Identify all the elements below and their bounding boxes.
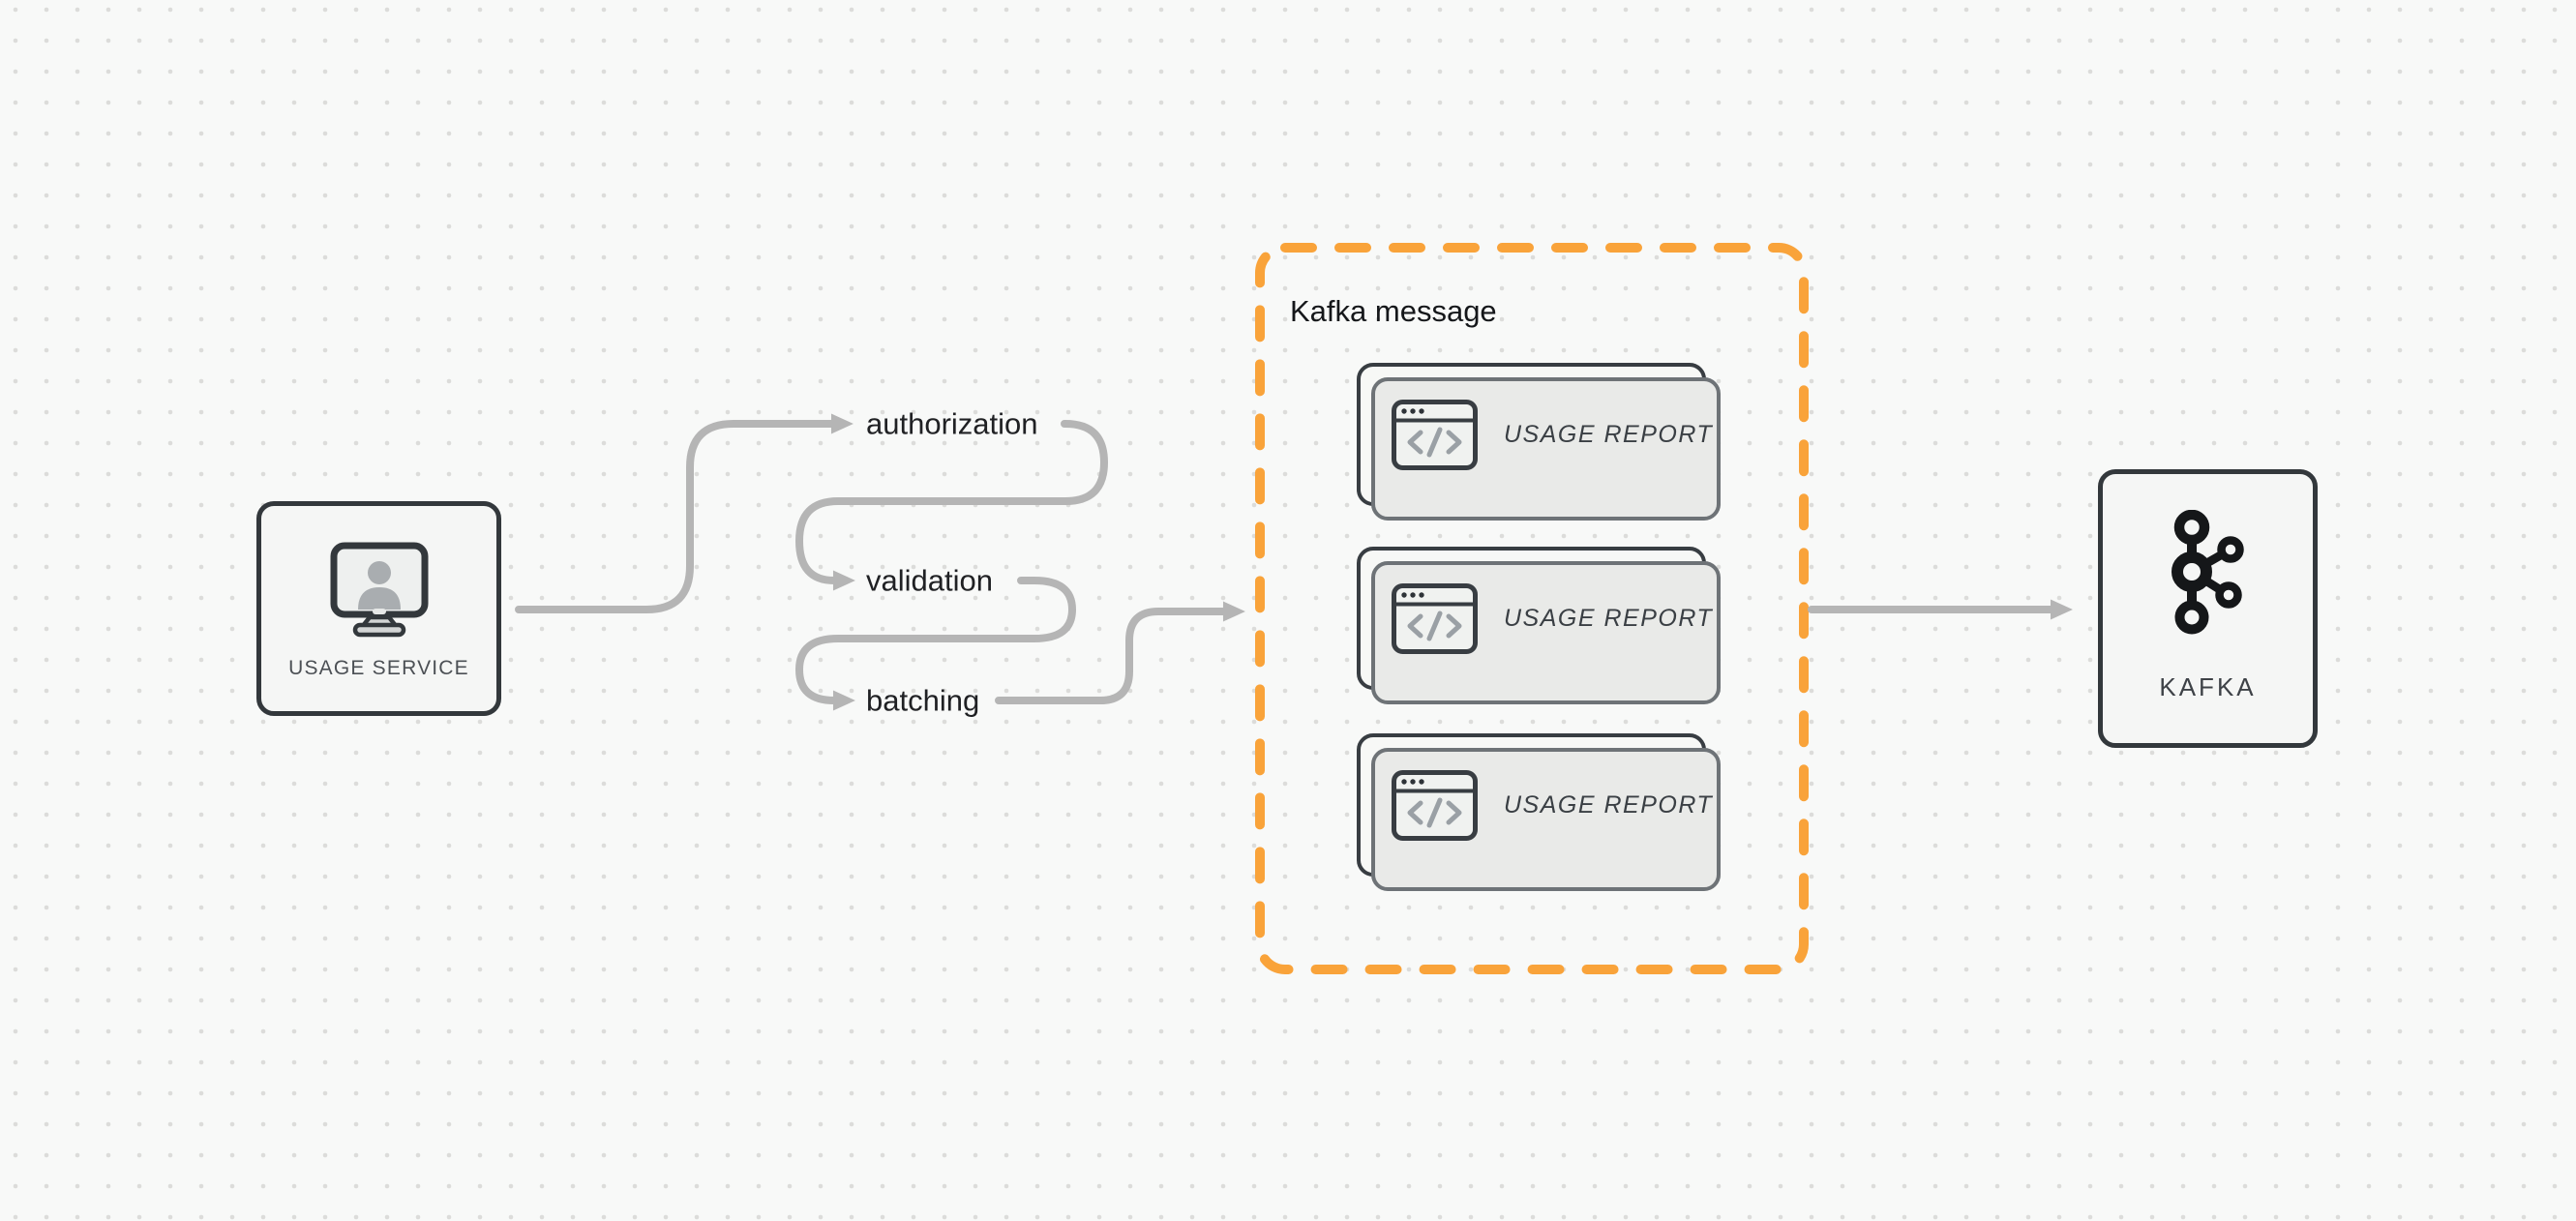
step-label-validation: validation	[866, 563, 993, 598]
connector-batching-to-kafka-message	[995, 601, 1245, 704]
usage-service-node: USAGE SERVICE	[256, 501, 501, 716]
usage-service-label: USAGE SERVICE	[288, 657, 469, 679]
usage-report-card: USAGE REPORT	[1357, 733, 1712, 877]
kafka-message-boundary	[1255, 243, 1809, 974]
step-label-batching: batching	[866, 683, 980, 718]
connector-usage-service-to-authorization	[515, 413, 854, 613]
kafka-label: KAFKA	[2159, 672, 2257, 701]
connector-authorization-to-validation	[794, 420, 1109, 591]
kafka-message-group-title: Kafka message	[1290, 294, 1497, 328]
kafka-node: KAFKA	[2098, 469, 2318, 748]
usage-report-label: USAGE REPORT	[1504, 604, 1714, 632]
monitor-user-icon	[329, 541, 430, 642]
step-label-authorization: authorization	[866, 406, 1038, 441]
connector-validation-to-batching	[794, 577, 1077, 711]
usage-report-card: USAGE REPORT	[1357, 547, 1712, 690]
code-window-icon	[1392, 769, 1478, 841]
usage-report-label: USAGE REPORT	[1504, 420, 1714, 448]
code-window-icon	[1392, 399, 1478, 470]
kafka-logo-icon	[2171, 509, 2245, 640]
usage-report-card: USAGE REPORT	[1357, 363, 1712, 506]
code-window-icon	[1392, 582, 1478, 654]
usage-report-label: USAGE REPORT	[1504, 790, 1714, 819]
